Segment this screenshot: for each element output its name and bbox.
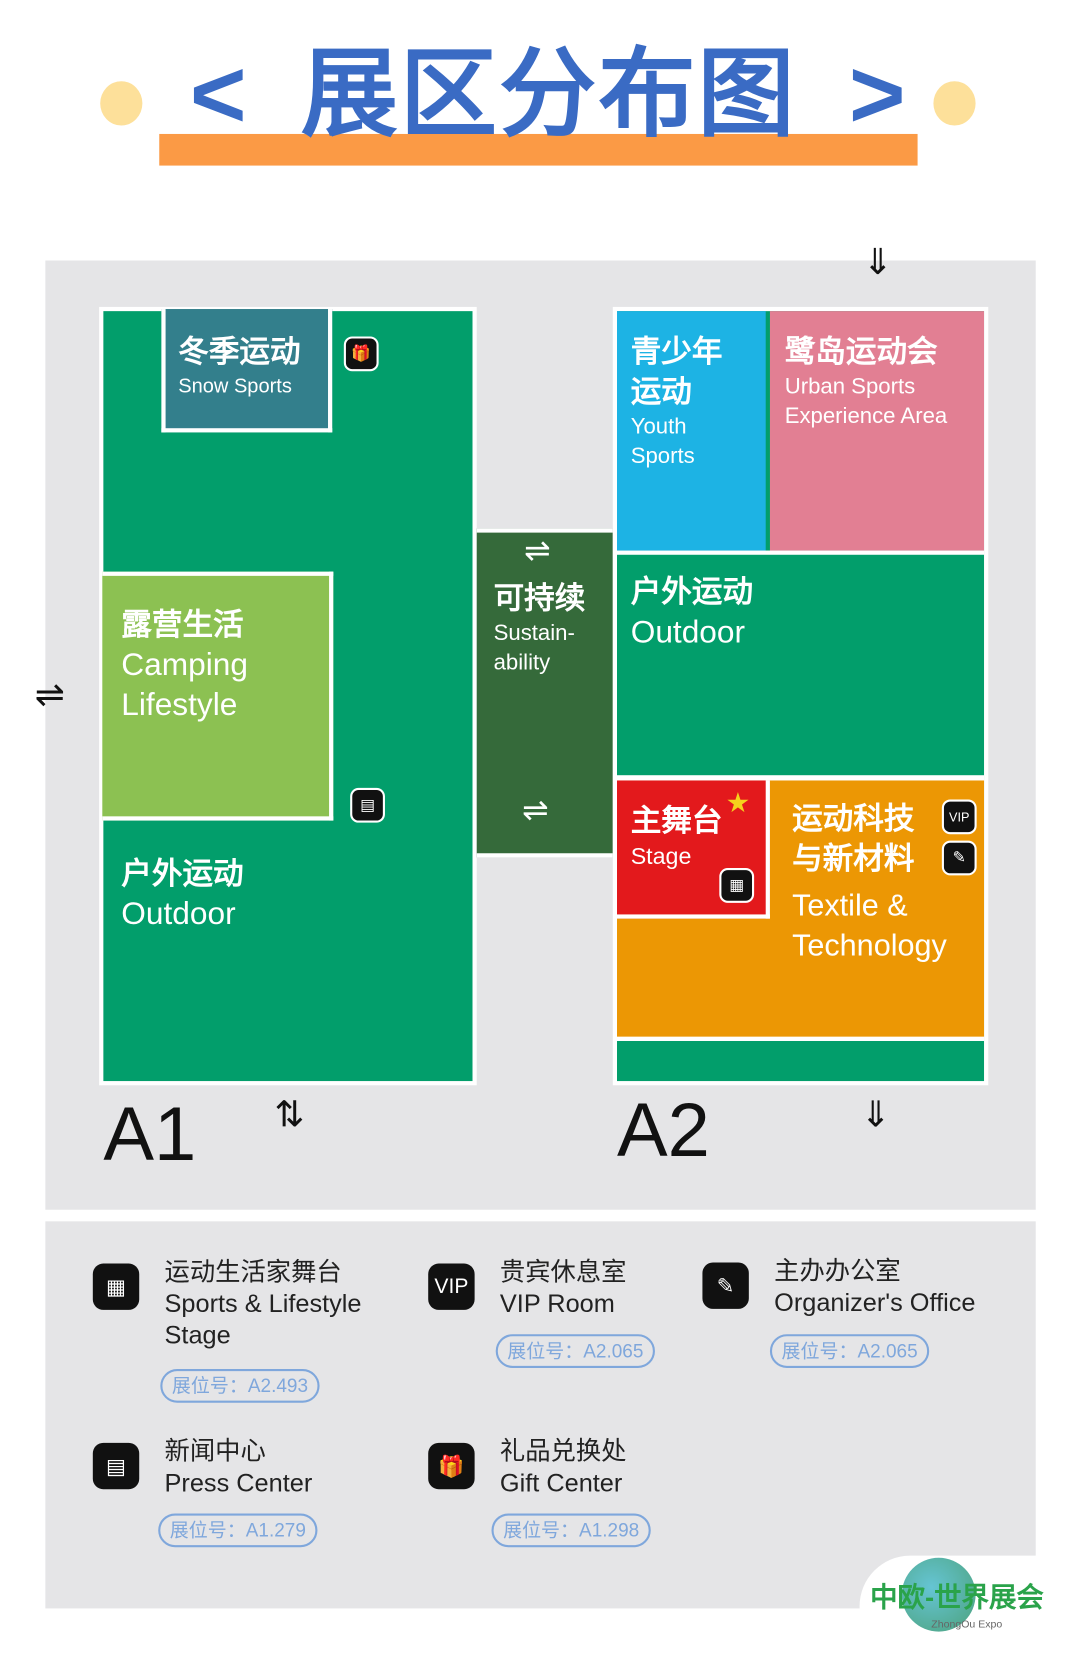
youth-en-2: Sports xyxy=(630,444,695,469)
zhongou-expo-logo: 中欧-世界展会 ZhongOu Expo xyxy=(859,1555,1076,1656)
legend-en: Gift Center xyxy=(499,1469,623,1498)
legend-text: 主办办公室 Organizer's Office xyxy=(774,1256,975,1319)
title-text: 展区分布图 xyxy=(300,41,797,149)
outdoor-a1-zh: 户外运动 xyxy=(121,857,244,892)
textile-en-2: Technology xyxy=(792,929,947,963)
stage-monitor-icon: ▦ xyxy=(92,1263,140,1310)
divider xyxy=(616,550,985,555)
legend-text: 贵宾休息室 VIP Room xyxy=(500,1257,627,1320)
legend-zh: 礼品兑换处 xyxy=(499,1437,627,1467)
star-icon: ★ xyxy=(725,786,751,819)
booth-badge: 展位号：A2.065 xyxy=(769,1334,930,1368)
outdoor-a1-label: 户外运动 Outdoor xyxy=(121,854,243,934)
urban-zh: 鹭岛运动会 xyxy=(784,335,938,370)
legend-en: Press Center xyxy=(164,1469,313,1498)
textile-zh-2: 与新材料 xyxy=(792,842,915,877)
vip-icon: VIP xyxy=(428,1263,475,1310)
outdoor-a2-en: Outdoor xyxy=(630,614,746,650)
gift-icon[interactable]: 🎁 xyxy=(343,336,379,372)
gift-icon: 🎁 xyxy=(428,1442,475,1490)
textile-zh-1: 运动科技 xyxy=(792,802,915,837)
bidirectional-arrow-icon: ⇌ xyxy=(524,533,551,569)
exit-down-arrow-icon: ⇓ xyxy=(860,1094,891,1135)
decor-dot-left xyxy=(100,81,143,126)
youth-en-1: Youth xyxy=(630,414,687,439)
zone-youth-sports[interactable]: 青少年 运动 Youth Sports xyxy=(616,311,766,551)
booth-badge: 展位号：A1.279 xyxy=(158,1513,318,1548)
outdoor-a2-label: 户外运动 Outdoor xyxy=(631,573,753,653)
vip-icon-label: VIP xyxy=(949,809,970,825)
globe-icon xyxy=(901,1557,976,1632)
booth-badge: 展位号：A1.298 xyxy=(491,1513,651,1548)
legend-text: 新闻中心 Press Center xyxy=(165,1437,313,1500)
booth-badge: 展位号：A2.065 xyxy=(495,1334,656,1368)
legend-zh: 新闻中心 xyxy=(164,1437,266,1467)
booth-badge: 展位号：A2.493 xyxy=(160,1369,320,1403)
legend-zh: 运动生活家舞台 xyxy=(164,1258,342,1287)
outdoor-a2-zh: 户外运动 xyxy=(630,575,754,610)
newspaper-icon[interactable]: ▤ xyxy=(350,787,385,823)
title-underline xyxy=(159,133,918,166)
logo-en: ZhongOu Expo xyxy=(931,1618,1003,1631)
zone-sustainability[interactable]: 可持续 Sustain- ability xyxy=(476,528,613,858)
bidirectional-arrow-icon: ⇌ xyxy=(34,675,65,716)
decor-dot-right xyxy=(933,81,976,126)
legend-zh: 贵宾休息室 xyxy=(499,1258,627,1287)
legend-en: Organizer's Office xyxy=(774,1288,976,1318)
stage-zh: 主舞台 xyxy=(630,804,723,839)
legend-text: 运动生活家舞台 Sports & Lifestyle Stage xyxy=(165,1257,362,1352)
zone-camping-lifestyle[interactable]: 露营生活 Camping Lifestyle xyxy=(102,571,334,821)
sustain-en-2: ability xyxy=(493,650,551,676)
zone-urban-sports[interactable]: 鹭岛运动会 Urban Sports Experience Area xyxy=(769,311,985,551)
youth-zh-2: 运动 xyxy=(630,375,692,410)
divider xyxy=(616,1036,985,1041)
urban-en-1: Urban Sports xyxy=(784,374,916,399)
office-document-icon[interactable]: ✎ xyxy=(941,840,977,876)
stage-monitor-icon[interactable]: ▦ xyxy=(719,868,755,903)
legend-en: VIP Room xyxy=(499,1289,615,1319)
urban-en-2: Experience Area xyxy=(784,403,948,429)
logo-zh: 中欧-世界展会 xyxy=(870,1580,1044,1613)
camping-zh: 露营生活 xyxy=(121,608,244,643)
newspaper-icon: ▤ xyxy=(92,1442,140,1490)
up-down-arrow-icon: ⇅ xyxy=(274,1094,305,1135)
right-bracket: > xyxy=(848,41,908,149)
left-bracket: < xyxy=(189,41,249,149)
hall-a2-label: A2 xyxy=(616,1088,710,1173)
camping-en-1: Camping xyxy=(121,647,248,683)
sustain-en-1: Sustain- xyxy=(493,621,575,646)
legend-en-2: Stage xyxy=(164,1321,231,1351)
youth-zh-1: 青少年 xyxy=(630,335,723,370)
outdoor-a1-en: Outdoor xyxy=(121,896,236,932)
camping-en-2: Lifestyle xyxy=(121,687,238,723)
page-title: < 展区分布图 > xyxy=(189,32,906,159)
office-document-icon: ✎ xyxy=(702,1262,749,1309)
stage-en: Stage xyxy=(630,842,692,870)
vip-icon-label: VIP xyxy=(434,1274,469,1298)
legend-en: Sports & Lifestyle xyxy=(164,1289,362,1319)
vip-icon[interactable]: VIP xyxy=(941,799,977,835)
snow-zh: 冬季运动 xyxy=(178,335,301,370)
legend-panel xyxy=(45,1221,1036,1609)
legend-text: 礼品兑换处 Gift Center xyxy=(500,1437,627,1500)
snow-en: Snow Sports xyxy=(178,375,292,398)
textile-en-1: Textile & xyxy=(792,889,908,923)
sustain-zh: 可持续 xyxy=(493,582,586,616)
bidirectional-arrow-icon: ⇌ xyxy=(522,793,549,828)
hall-a1-label: A1 xyxy=(103,1092,197,1178)
entrance-down-arrow-icon: ⇓ xyxy=(862,242,893,283)
textile-label: 运动科技 与新材料 Textile & Technology xyxy=(792,799,947,966)
legend-zh: 主办办公室 xyxy=(774,1257,901,1286)
zone-snow-sports[interactable]: 冬季运动 Snow Sports xyxy=(161,309,333,433)
